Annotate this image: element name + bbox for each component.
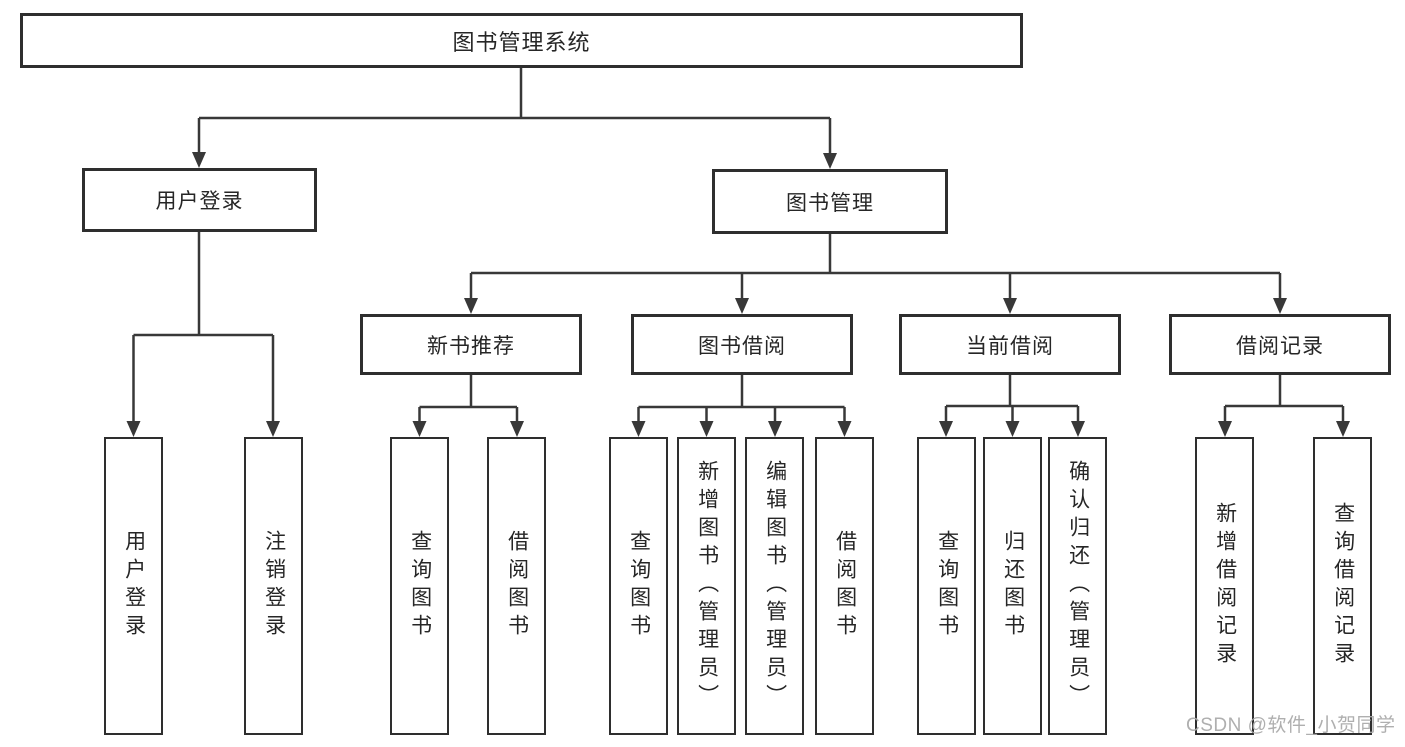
node-book-borrowing: 图书借阅	[631, 314, 853, 375]
leaf-query-borrow-record: 查询借阅记录	[1313, 437, 1372, 735]
leaf-return-books: 归还图书	[983, 437, 1042, 735]
connector-path	[132, 68, 1345, 423]
leaf-label: 查询图书	[408, 530, 432, 642]
node-borrowing-records: 借阅记录	[1169, 314, 1391, 375]
node-book-management-module: 图书管理	[712, 169, 948, 234]
leaf-label: 新增借阅记录	[1213, 502, 1237, 670]
leaf-label: 查询图书	[935, 530, 959, 642]
leaf-confirm-return-admin: 确认归还（管理员）	[1048, 437, 1107, 735]
leaf-label: 编辑图书（管理员）	[763, 460, 787, 712]
leaf-label: 查询图书	[627, 530, 651, 642]
node-current-borrowing: 当前借阅	[899, 314, 1121, 375]
leaf-add-books-admin: 新增图书（管理员）	[677, 437, 736, 735]
leaf-label: 注销登录	[262, 530, 286, 642]
leaf-label: 归还图书	[1001, 530, 1025, 642]
node-root-system: 图书管理系统	[20, 13, 1023, 68]
leaf-query-books: 查询图书	[917, 437, 976, 735]
leaf-borrow-books: 借阅图书	[815, 437, 874, 735]
leaf-label: 用户登录	[122, 530, 146, 642]
node-user-login-module: 用户登录	[82, 168, 317, 232]
leaf-borrow-books: 借阅图书	[487, 437, 546, 735]
leaf-query-books: 查询图书	[390, 437, 449, 735]
leaf-label: 新增图书（管理员）	[695, 460, 719, 712]
leaf-label: 借阅图书	[505, 530, 529, 642]
csdn-watermark: CSDN @软件_小贺同学	[1186, 715, 1396, 736]
leaf-label: 确认归还（管理员）	[1066, 460, 1090, 712]
node-new-book-recommend: 新书推荐	[360, 314, 582, 375]
leaf-logout: 注销登录	[244, 437, 303, 735]
leaf-user-login: 用户登录	[104, 437, 163, 735]
leaf-label: 借阅图书	[833, 530, 857, 642]
leaf-label: 查询借阅记录	[1331, 502, 1355, 670]
leaf-query-books: 查询图书	[609, 437, 668, 735]
leaf-edit-books-admin: 编辑图书（管理员）	[745, 437, 804, 735]
leaf-add-borrow-record: 新增借阅记录	[1195, 437, 1254, 735]
